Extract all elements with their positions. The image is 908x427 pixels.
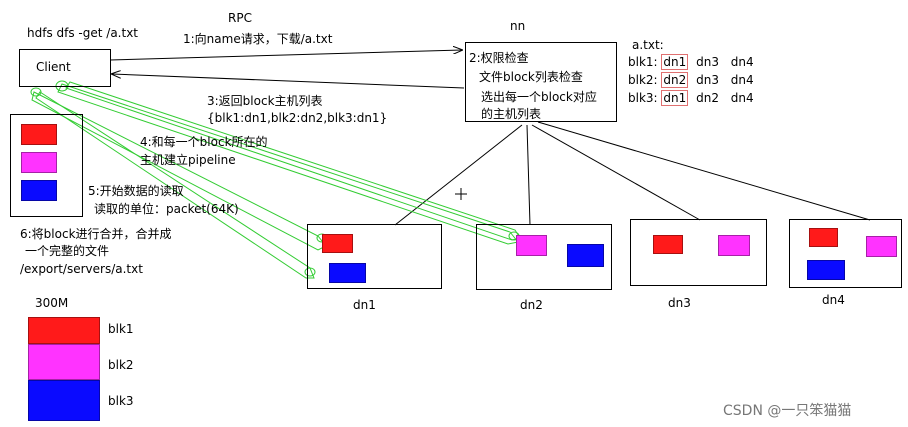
step6-line3: /export/servers/a.txt — [20, 262, 143, 276]
datanode-dn3-label: dn3 — [668, 296, 691, 310]
client-box: Client — [19, 49, 111, 87]
file-row-blk-label: blk2: — [628, 73, 658, 87]
step5-line1: 5:开始数据的读取 — [88, 184, 184, 198]
datanode-dn2-box — [476, 224, 612, 290]
nn-to-dn4-line — [537, 121, 871, 221]
dn4-block-blue — [807, 260, 845, 280]
file-row-blk-label: blk1: — [628, 55, 658, 69]
nn-line-2: 文件block列表检查 — [479, 70, 583, 84]
nn-to-dn2-line — [526, 124, 531, 226]
datanode-dn3-box — [630, 219, 767, 286]
nn-line-1: 2:权限检查 — [469, 51, 529, 65]
dn3-block-magenta — [718, 235, 750, 256]
file-row-node: dn3 — [696, 55, 719, 69]
nn-label: nn — [510, 19, 526, 33]
command-text: hdfs dfs -get /a.txt — [27, 26, 138, 40]
dn2-block-magenta — [516, 235, 547, 256]
datanode-dn1-label: dn1 — [353, 298, 376, 312]
dn1-block-blue — [329, 263, 366, 283]
file-row-blk-label: blk3: — [628, 91, 658, 105]
dn3-block-red — [653, 235, 683, 254]
client-block-red — [21, 124, 57, 145]
step3-line1: 3:返回block主机列表 — [207, 94, 323, 108]
step5-line2: 读取的单位：packet(64K) — [94, 202, 239, 216]
nn-line-4: 的主机列表 — [481, 107, 542, 121]
legend-block-blk3 — [28, 380, 100, 421]
file-row-node: dn4 — [730, 91, 754, 105]
step6-line2: 一个完整的文件 — [25, 244, 110, 258]
step3-line2: {blk1:dn1,blk2:dn2,blk3:dn1} — [207, 111, 388, 125]
crosshair-cursor-icon — [455, 188, 467, 200]
nn-line-3: 选出每一个block对应 — [481, 90, 597, 104]
datanode-dn4-box — [789, 219, 902, 288]
watermark-text: CSDN @一只笨猫猫 — [723, 403, 852, 419]
rpc-title: RPC — [228, 11, 252, 25]
legend-label-blk3: blk3 — [108, 394, 134, 408]
rpc-response-arrow — [112, 74, 465, 89]
file-row-node-highlight: dn2 — [661, 72, 689, 88]
file-row-blk1: blk1: dn1 dn3 dn4 — [628, 54, 754, 71]
file-row-node-highlight: dn1 — [661, 90, 689, 106]
rpc-request-arrow — [109, 50, 462, 61]
step4-line1: 4:和每一个block所在的 — [140, 135, 268, 149]
file-row-blk3: blk3: dn1 dn2 dn4 — [628, 90, 754, 107]
file-row-node: dn2 — [696, 91, 719, 105]
file-row-blk2: blk2: dn2 dn3 dn4 — [628, 72, 754, 89]
namenode-box — [465, 42, 617, 122]
file-row-node: dn4 — [730, 55, 754, 69]
client-block-magenta — [21, 152, 57, 173]
client-block-box — [10, 114, 83, 217]
client-label: Client — [36, 60, 71, 74]
legend-label-blk1: blk1 — [108, 322, 134, 336]
dn4-block-red — [809, 228, 838, 247]
legend-block-blk1 — [28, 317, 100, 344]
nn-to-dn1-line — [394, 124, 523, 226]
legend-size-label: 300M — [35, 296, 69, 310]
dn1-block-red — [322, 234, 353, 253]
file-table-title: a.txt: — [632, 38, 664, 52]
file-row-node: dn3 — [696, 73, 719, 87]
legend-block-blk2 — [28, 344, 100, 380]
step6-line1: 6:将block进行合并，合并成 — [20, 227, 172, 241]
nn-to-dn3-line — [531, 124, 701, 221]
rpc-step1-text: 1:向name请求，下载/a.txt — [183, 32, 333, 46]
dn2-block-blue — [567, 244, 604, 267]
dn4-block-magenta — [866, 236, 897, 257]
file-row-node-highlight: dn1 — [661, 54, 689, 70]
client-block-blue — [21, 180, 57, 201]
legend-label-blk2: blk2 — [108, 358, 134, 372]
step4-line2: 主机建立pipeline — [140, 153, 236, 167]
datanode-dn1-box — [307, 224, 442, 289]
datanode-dn4-label: dn4 — [822, 293, 845, 307]
file-row-node: dn4 — [730, 73, 754, 87]
datanode-dn2-label: dn2 — [520, 298, 543, 312]
